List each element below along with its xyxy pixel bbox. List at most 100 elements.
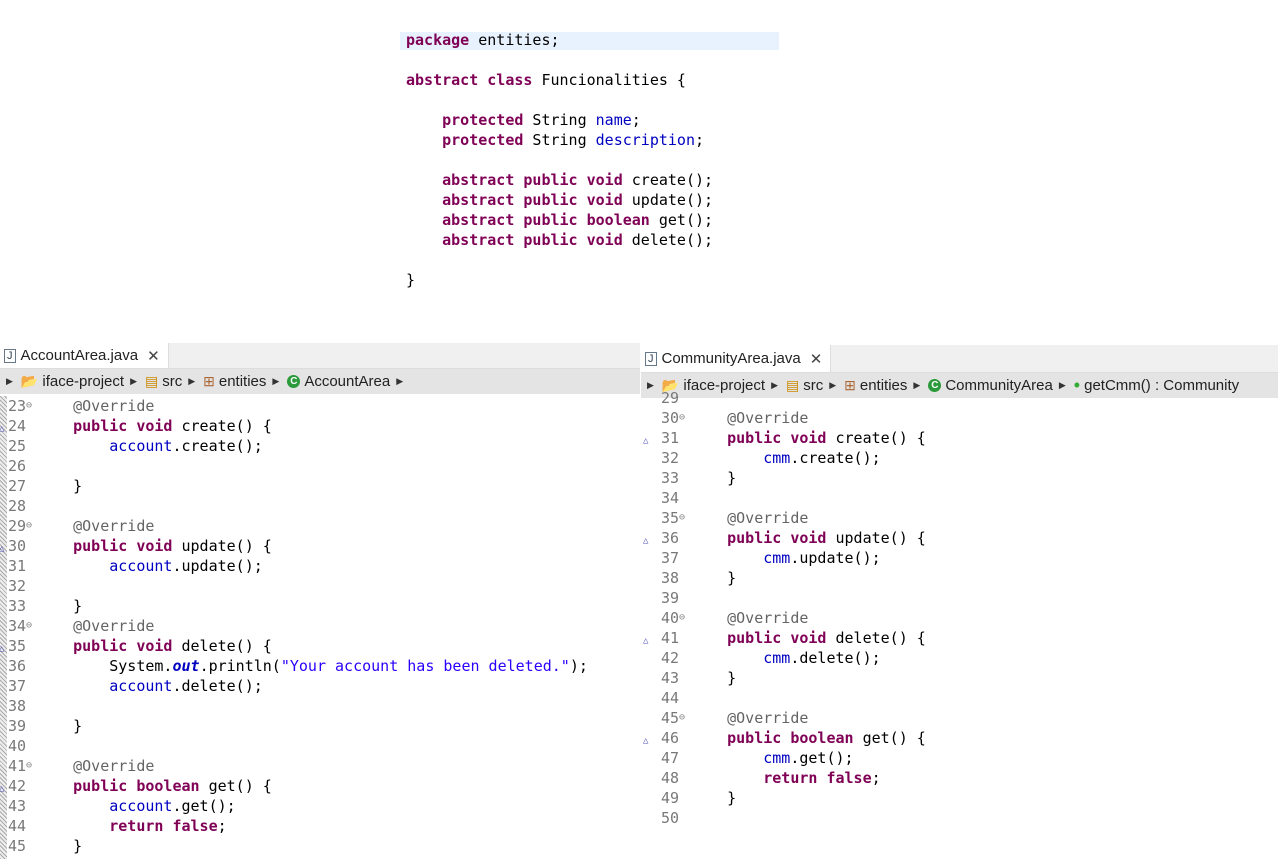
code-line[interactable]: public boolean get() { <box>37 776 588 796</box>
code-editor[interactable]: @Override public void create() { cmm.cre… <box>691 388 926 823</box>
code-line[interactable]: public void create() { <box>37 416 588 436</box>
code-line[interactable] <box>37 496 588 516</box>
code-line[interactable]: @Override <box>37 756 588 776</box>
code-line[interactable]: @Override <box>691 708 926 728</box>
code-line[interactable]: public void delete() { <box>37 636 588 656</box>
code-line[interactable]: return false; <box>37 816 588 836</box>
breadcrumb-item[interactable]: 📂iface-project <box>662 377 765 394</box>
code-line[interactable]: protected String name; <box>406 110 713 130</box>
code-line[interactable]: @Override <box>691 408 926 428</box>
code-line[interactable]: package entities; <box>406 30 713 50</box>
breadcrumb-item[interactable]: 📂iface-project <box>21 373 124 390</box>
fold-collapse-icon[interactable]: ⊖ <box>26 520 33 531</box>
code-line[interactable] <box>37 736 588 756</box>
code-line[interactable]: } <box>691 668 926 688</box>
line-number: 40⊖ <box>661 609 686 627</box>
code-line[interactable] <box>691 688 926 708</box>
expand-arrow-icon[interactable]: ▶ <box>6 376 13 386</box>
code-line[interactable]: @Override <box>37 516 588 536</box>
code-line[interactable]: public void update() { <box>691 528 926 548</box>
code-line[interactable]: } <box>691 468 926 488</box>
code-line[interactable]: abstract public void delete(); <box>406 230 713 250</box>
fold-collapse-icon[interactable]: ⊖ <box>679 512 686 523</box>
breadcrumb-item[interactable]: ▤src <box>786 377 823 394</box>
line-number: 35⊖ <box>661 509 686 527</box>
code-line[interactable]: protected String description; <box>406 130 713 150</box>
code-line[interactable] <box>406 90 713 110</box>
code-line[interactable]: return false; <box>691 768 926 788</box>
line-number: 41⊖ <box>8 757 33 775</box>
breadcrumb-item[interactable]: ▤src <box>145 373 182 390</box>
code-line[interactable]: abstract public void create(); <box>406 170 713 190</box>
breadcrumb-item[interactable]: ⊞entities <box>844 377 907 394</box>
code-line[interactable]: @Override <box>37 396 588 416</box>
code-line[interactable]: @Override <box>37 616 588 636</box>
fold-collapse-icon[interactable]: ⊖ <box>679 712 686 723</box>
annotation: @Override <box>727 709 809 727</box>
code-line[interactable]: } <box>37 596 588 616</box>
code-line[interactable]: abstract public boolean get(); <box>406 210 713 230</box>
code-line[interactable] <box>37 576 588 596</box>
code-line[interactable]: cmm.delete(); <box>691 648 926 668</box>
code-text: ; <box>631 111 641 129</box>
code-line[interactable]: cmm.update(); <box>691 548 926 568</box>
breadcrumb-label: entities <box>859 377 908 394</box>
close-icon[interactable]: ✕ <box>809 350 823 368</box>
code-line[interactable]: public void create() { <box>691 428 926 448</box>
code-line[interactable] <box>691 388 926 408</box>
code-line[interactable]: } <box>406 270 713 290</box>
code-line[interactable]: account.get(); <box>37 796 588 816</box>
expand-arrow-icon[interactable]: ▶ <box>647 380 654 390</box>
fold-collapse-icon[interactable]: ⊖ <box>679 612 686 623</box>
fold-collapse-icon[interactable]: ⊖ <box>26 620 33 631</box>
code-line[interactable]: } <box>691 568 926 588</box>
code-text <box>691 429 727 447</box>
tab-community-area[interactable]: J CommunityArea.java ✕ <box>641 345 832 372</box>
code-line[interactable]: } <box>37 476 588 496</box>
fold-collapse-icon[interactable]: ⊖ <box>26 760 33 771</box>
code-line[interactable] <box>691 588 926 608</box>
code-line[interactable]: public void update() { <box>37 536 588 556</box>
line-number: 34 <box>661 489 680 507</box>
code-line[interactable]: abstract public void update(); <box>406 190 713 210</box>
code-line[interactable] <box>406 250 713 270</box>
code-line[interactable]: account.delete(); <box>37 676 588 696</box>
keyword: abstract public void <box>442 171 623 189</box>
breadcrumb-item[interactable]: •getCmm() : Community <box>1074 375 1239 396</box>
code-line[interactable]: @Override <box>691 508 926 528</box>
code-line[interactable]: account.create(); <box>37 436 588 456</box>
code-line[interactable]: account.update(); <box>37 556 588 576</box>
abstract-class-code[interactable]: package entities; abstract class Funcion… <box>406 30 713 290</box>
code-line[interactable]: @Override <box>691 608 926 628</box>
code-line[interactable]: public boolean get() { <box>691 728 926 748</box>
code-line[interactable] <box>37 456 588 476</box>
tab-account-area[interactable]: J AccountArea.java ✕ <box>0 343 169 368</box>
code-line[interactable] <box>37 696 588 716</box>
code-line[interactable] <box>406 50 713 70</box>
code-text <box>37 677 109 695</box>
breadcrumb-item[interactable]: ⊞entities <box>203 373 266 390</box>
line-number: 39 <box>8 717 27 735</box>
close-icon[interactable]: ✕ <box>147 347 160 365</box>
line-number: 39 <box>661 589 680 607</box>
code-line[interactable]: } <box>37 836 588 856</box>
code-line[interactable]: System.out.println("Your account has bee… <box>37 656 588 676</box>
code-line[interactable]: cmm.get(); <box>691 748 926 768</box>
code-text: } <box>37 717 83 735</box>
code-line[interactable]: } <box>691 788 926 808</box>
fold-collapse-icon[interactable]: ⊖ <box>26 400 33 411</box>
code-line[interactable]: cmm.create(); <box>691 448 926 468</box>
code-text: System. <box>37 657 173 675</box>
code-line[interactable]: abstract class Funcionalities { <box>406 70 713 90</box>
fold-collapse-icon[interactable]: ⊖ <box>679 412 686 423</box>
breadcrumb-separator-icon: ▶ <box>272 376 280 386</box>
code-editor[interactable]: @Override public void create() { account… <box>37 396 588 856</box>
code-line[interactable]: } <box>37 716 588 736</box>
code-line[interactable] <box>691 488 926 508</box>
code-text <box>406 131 442 149</box>
code-line[interactable] <box>691 808 926 823</box>
code-line[interactable]: public void delete() { <box>691 628 926 648</box>
code-line[interactable] <box>406 150 713 170</box>
